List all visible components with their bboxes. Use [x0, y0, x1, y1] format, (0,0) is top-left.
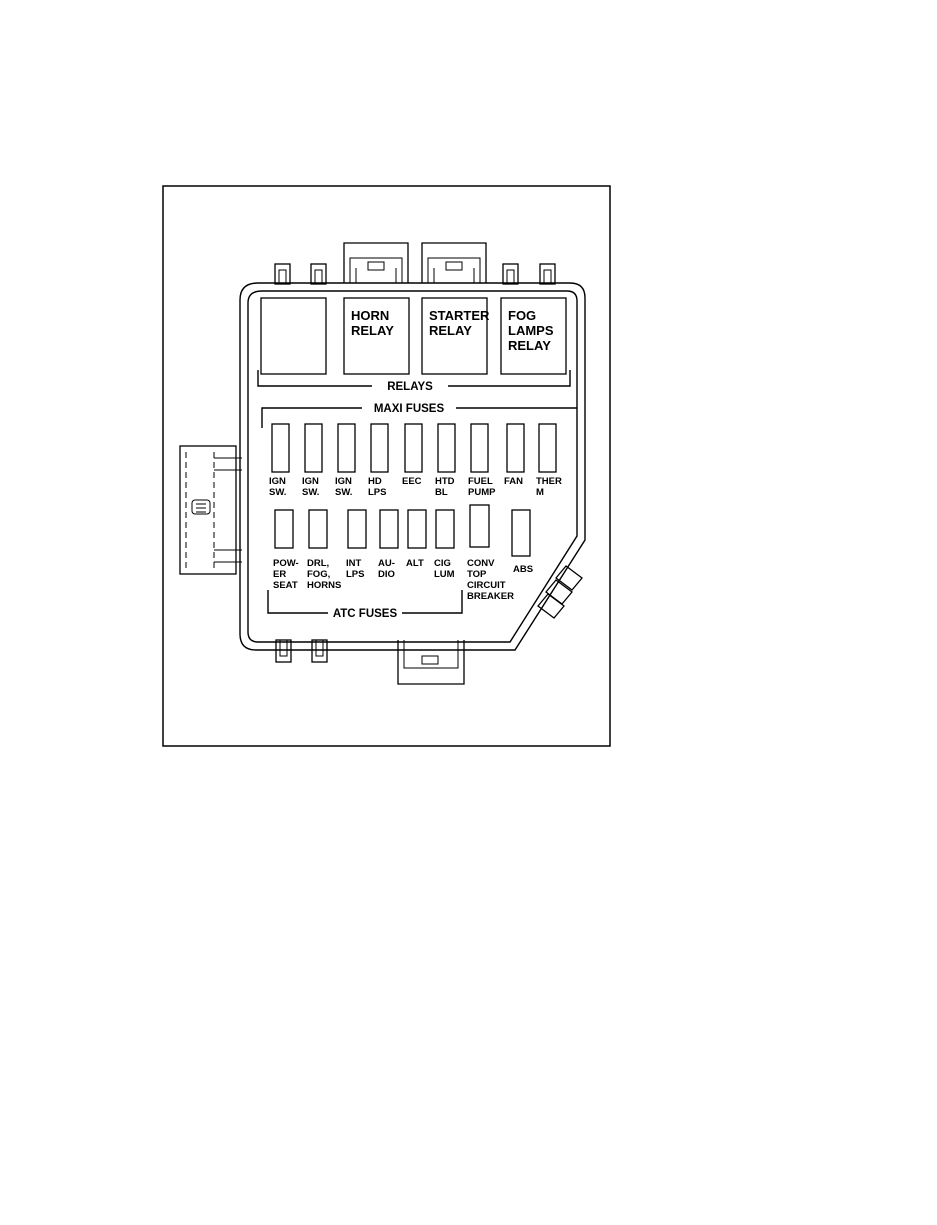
circuit-breaker-slot [470, 505, 489, 547]
maxi-fuse-label: FAN [504, 476, 523, 487]
maxi-fuse-slot [305, 424, 322, 472]
maxi-fuse-label: PUMP [468, 487, 496, 498]
relay-slot-1 [261, 298, 326, 374]
atc-fuse-label: AU- [378, 558, 395, 569]
relays-group: RELAYS HORNRELAYSTARTERRELAYFOGLAMPSRELA… [258, 298, 570, 393]
atc-fuse-slot [436, 510, 454, 548]
maxi-fuse-label: HTD [435, 476, 455, 487]
bottom-clips [276, 640, 464, 684]
circuit-breaker-label: TOP [467, 569, 487, 580]
relay-label: RELAY [508, 338, 551, 353]
maxi-fuse-label: SW. [335, 487, 352, 498]
maxi-fuse-slot [338, 424, 355, 472]
maxi-fuse-label: M [536, 487, 544, 498]
maxi-fuse-label: IGN [335, 476, 352, 487]
atc-fuse-slot [380, 510, 398, 548]
atc-fuse-label: CIG [434, 558, 451, 569]
maxi-fuse-label: IGN [302, 476, 319, 487]
circuit-breaker-label: CONV [467, 558, 495, 569]
atc-fuse-label: LPS [346, 569, 364, 580]
relay-label: FOG [508, 308, 536, 323]
atc-fuse-label: DIO [378, 569, 395, 580]
atc-fuse-slot [275, 510, 293, 548]
atc-fuse-label: ALT [406, 558, 424, 569]
atc-fuse-slot [309, 510, 327, 548]
relay-label: RELAY [351, 323, 394, 338]
circuit-breaker-label: CIRCUIT [467, 580, 506, 591]
maxi-fuse-slot [507, 424, 524, 472]
maxi-fuse-label: SW. [302, 487, 319, 498]
atc-fuse-label: LUM [434, 569, 455, 580]
abs-fuse-label: ABS [513, 564, 533, 575]
atc-fuse-label: HORNS [307, 580, 341, 591]
right-clips [538, 566, 582, 618]
maxi-fuse-label: IGN [269, 476, 286, 487]
maxi-fuse-label: BL [435, 487, 448, 498]
relay-label: LAMPS [508, 323, 554, 338]
maxi-fuses-section-label: MAXI FUSES [374, 403, 445, 415]
relays-section-label: RELAYS [387, 381, 433, 393]
atc-fuse-slot [348, 510, 366, 548]
atc-fuse-label: SEAT [273, 580, 298, 591]
atc-fuse-label: POW- [273, 558, 299, 569]
top-connector-right [422, 243, 486, 283]
abs-fuse-slot [512, 510, 530, 556]
maxi-fuse-label: LPS [368, 487, 386, 498]
relay-label: STARTER [429, 308, 490, 323]
maxi-fuse-slot [539, 424, 556, 472]
maxi-fuse-slot [438, 424, 455, 472]
atc-fuse-label: ER [273, 569, 286, 580]
relay-label: HORN [351, 308, 389, 323]
left-connector [180, 446, 242, 574]
top-connector-left [344, 243, 408, 283]
maxi-fuse-label: THER [536, 476, 562, 487]
relay-label: RELAY [429, 323, 472, 338]
atc-fuse-label: DRL, [307, 558, 329, 569]
maxi-fuse-slot [272, 424, 289, 472]
circuit-breaker-label: BREAKER [467, 591, 514, 602]
maxi-fuse-slot [471, 424, 488, 472]
maxi-fuse-label: SW. [269, 487, 286, 498]
atc-fuse-label: INT [346, 558, 362, 569]
atc-fuses-section-label: ATC FUSES [333, 608, 398, 620]
atc-fuse-label: FOG, [307, 569, 330, 580]
maxi-fuse-label: HD [368, 476, 382, 487]
atc-fuse-slot [408, 510, 426, 548]
maxi-fuse-label: FUEL [468, 476, 493, 487]
maxi-fuse-slot [371, 424, 388, 472]
top-clips [275, 264, 555, 284]
maxi-fuse-slot [405, 424, 422, 472]
maxi-fuse-label: EEC [402, 476, 422, 487]
